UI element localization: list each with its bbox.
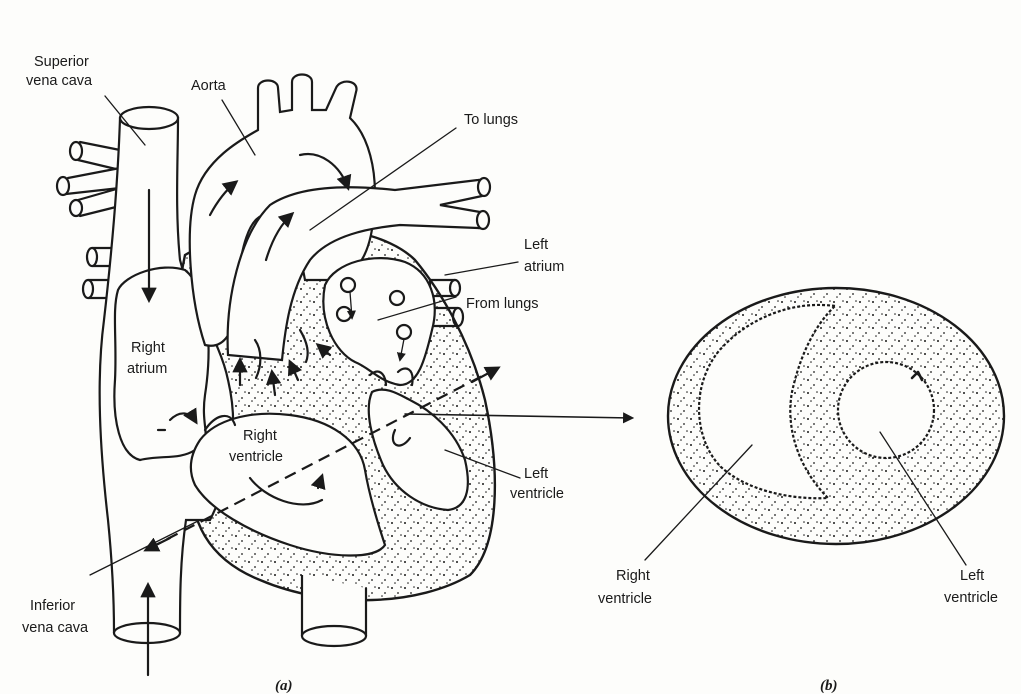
label-left-atrium-2: atrium <box>524 259 564 275</box>
label-superior-vena-cava-2: vena cava <box>26 73 93 89</box>
label-right-atrium-2: atrium <box>127 361 167 377</box>
panel-b-cross-section: Right ventricle Left ventricle (b) <box>598 288 1004 694</box>
label-from-lungs: From lungs <box>466 296 539 312</box>
label-inferior-vena-cava-1: Inferior <box>30 598 75 614</box>
label-left-ventricle-2: ventricle <box>510 486 564 502</box>
label-inferior-vena-cava-2: vena cava <box>22 620 89 636</box>
label-b-left-ventricle-2: ventricle <box>944 590 998 606</box>
label-to-lungs: To lungs <box>464 112 518 128</box>
label-left-ventricle-1: Left <box>524 466 548 482</box>
caption-panel-b: (b) <box>820 678 838 694</box>
label-right-ventricle-1: Right <box>243 428 277 444</box>
label-b-left-ventricle-1: Left <box>960 568 984 584</box>
label-left-atrium-1: Left <box>524 237 548 253</box>
label-superior-vena-cava-1: Superior <box>34 54 89 70</box>
label-b-right-ventricle-1: Right <box>616 568 650 584</box>
label-right-atrium-1: Right <box>131 340 165 356</box>
label-b-right-ventricle-2: ventricle <box>598 591 652 607</box>
svc-branches <box>57 142 120 216</box>
label-right-ventricle-2: ventricle <box>229 449 283 465</box>
caption-panel-a: (a) <box>275 678 293 694</box>
label-aorta: Aorta <box>191 78 227 94</box>
panel-a-heart: Superior vena cava Aorta To lungs Left a… <box>22 54 632 694</box>
